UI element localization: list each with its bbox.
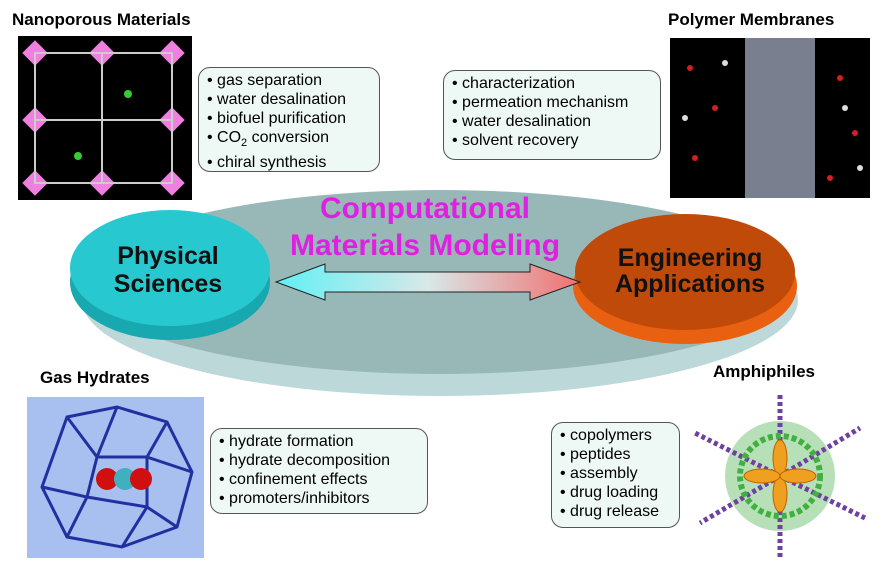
polymer-membrane-image	[670, 38, 870, 198]
list-item: solvent recovery	[452, 131, 652, 150]
list-item: CO2 conversion	[207, 128, 371, 153]
hydrates-applications-box: hydrate formation hydrate decomposition …	[210, 428, 428, 514]
amphiphiles-label: Amphiphiles	[713, 362, 816, 381]
list-item: confinement effects	[219, 470, 419, 489]
gas-hydrate-cage-image	[27, 397, 204, 558]
list-item: chiral synthesis	[207, 153, 371, 172]
list-item: permeation mechanism	[452, 93, 652, 112]
nanoporous-applications-box: gas separation water desalination biofue…	[198, 67, 380, 172]
physical-label-1: Physical	[117, 242, 218, 270]
hydrates-label: Gas Hydrates	[40, 368, 150, 387]
amphiphiles-applications-box: copolymers peptides assembly drug loadin…	[551, 422, 680, 528]
list-item: water desalination	[452, 112, 652, 131]
amphiphile-micelle-image	[693, 393, 867, 558]
title-line2: Materials Modeling	[290, 229, 560, 262]
polymer-applications-box: characterization permeation mechanism wa…	[443, 70, 661, 160]
nanoporous-label: Nanoporous Materials	[12, 10, 191, 29]
engineering-label-1: Engineering	[618, 244, 762, 272]
engineering-disc	[575, 214, 795, 330]
list-item: characterization	[452, 74, 652, 93]
list-item: gas separation	[207, 71, 371, 90]
title-line1: Computational	[320, 192, 530, 225]
physical-label-2: Sciences	[114, 270, 222, 298]
physical-disc	[70, 210, 270, 326]
list-item: biofuel purification	[207, 109, 371, 128]
list-item: hydrate formation	[219, 432, 419, 451]
engineering-label-2: Applications	[615, 270, 765, 298]
list-item: water desalination	[207, 90, 371, 109]
double-arrow-icon	[274, 263, 582, 301]
polymer-label: Polymer Membranes	[668, 10, 835, 29]
list-item: drug loading	[560, 483, 671, 502]
list-item: copolymers	[560, 426, 671, 445]
list-item: assembly	[560, 464, 671, 483]
list-item: drug release	[560, 502, 671, 521]
nanoporous-structure-image	[18, 36, 192, 200]
list-item: promoters/inhibitors	[219, 489, 419, 508]
list-item: peptides	[560, 445, 671, 464]
list-item: hydrate decomposition	[219, 451, 419, 470]
